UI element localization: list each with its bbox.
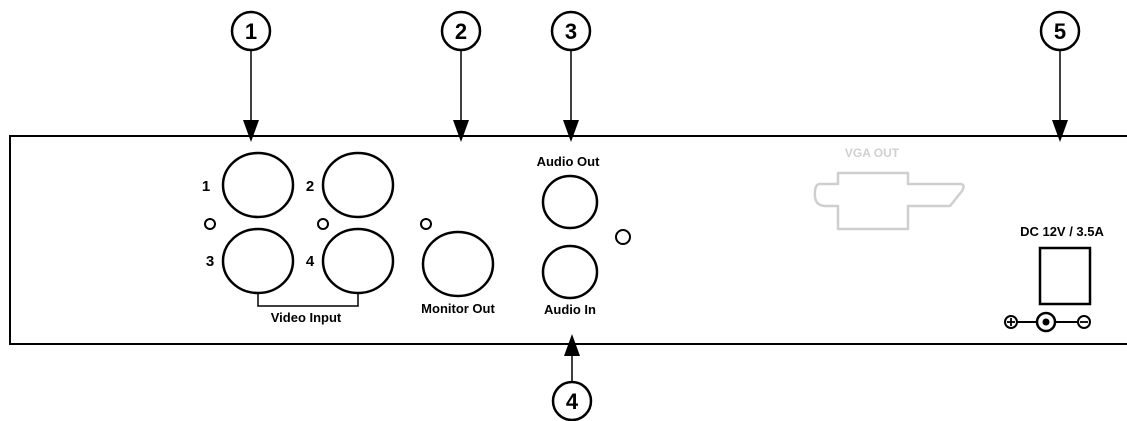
monitor-out-connector (421, 230, 495, 298)
video-input-2-connector (321, 151, 395, 219)
video-input-led-1 (204, 218, 216, 230)
callout-1-number: 1 (245, 19, 257, 44)
audio-out-label: Audio Out (537, 154, 600, 169)
monitor-out-led (420, 218, 432, 230)
dc-power-label: DC 12V / 3.5A (1020, 224, 1104, 239)
monitor-out-label: Monitor Out (421, 301, 495, 316)
vga-connector-icon (813, 171, 965, 231)
callout-4: 4 (551, 334, 593, 421)
audio-led (615, 229, 631, 245)
audio-in-connector (541, 244, 599, 300)
callout-4-number: 4 (566, 389, 579, 414)
audio-in-label: Audio In (544, 302, 596, 317)
video-input-4-number: 4 (306, 253, 315, 270)
video-input-3-number: 3 (206, 253, 214, 270)
video-input-3-connector (221, 227, 295, 295)
callout-1: 1 (230, 10, 272, 142)
vga-out-group: VGA OUT (813, 146, 965, 231)
video-input-led-2 (317, 218, 329, 230)
dc-power-jack (1038, 246, 1092, 306)
dc-polarity-icon (1004, 311, 1091, 333)
video-input-2-number: 2 (306, 178, 314, 195)
callout-2-number: 2 (455, 19, 467, 44)
callout-5-number: 5 (1054, 19, 1066, 44)
callout-3: 3 (550, 10, 592, 142)
vga-out-label: VGA OUT (845, 146, 900, 160)
monitor-out-group: Monitor Out (420, 218, 495, 316)
callout-5: 5 (1039, 10, 1081, 142)
audio-group: Audio Out Audio In (537, 154, 631, 317)
video-input-1-connector (221, 151, 295, 219)
callout-3-number: 3 (565, 19, 577, 44)
dc-power-group: DC 12V / 3.5A (1004, 224, 1105, 333)
video-input-4-connector (321, 227, 395, 295)
callout-2: 2 (440, 10, 482, 142)
audio-out-connector (541, 174, 599, 230)
video-input-1-number: 1 (202, 178, 210, 195)
video-input-label: Video Input (271, 310, 342, 325)
video-input-bracket (257, 293, 359, 307)
video-input-group: 1 2 3 4 Video Input (202, 151, 395, 325)
